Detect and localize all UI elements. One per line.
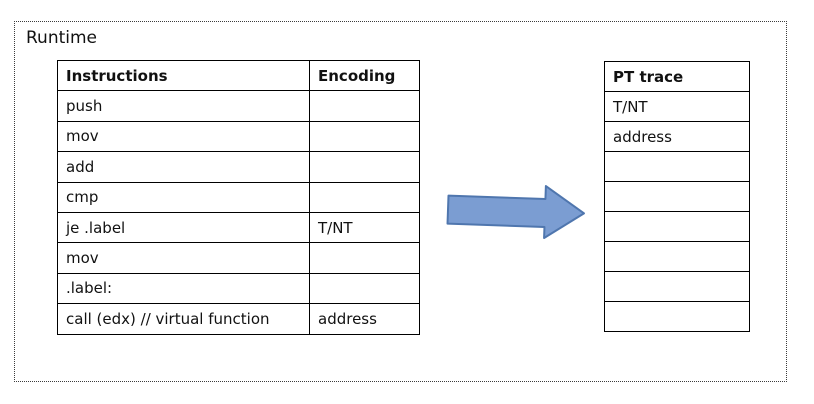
instruction-cell: cmp: [57, 181, 310, 213]
encoding-cell: [309, 181, 420, 213]
table-row: .label:: [57, 272, 420, 305]
pt-trace-header-row: PT trace: [604, 61, 750, 92]
instructions-column-header: Instructions: [57, 59, 310, 92]
instruction-cell: .label:: [57, 272, 310, 305]
encoding-column-header: Encoding: [309, 59, 420, 92]
right-arrow-shape: [446, 185, 585, 239]
table-row: cmp: [57, 181, 420, 213]
table-row: [604, 181, 750, 212]
instruction-cell: mov: [57, 242, 310, 274]
instruction-cell: mov: [57, 120, 310, 153]
table-row: mov: [57, 242, 420, 274]
instruction-cell: call (edx) // virtual function: [57, 303, 310, 335]
encoding-cell: T/NT: [309, 211, 420, 244]
table-row: add: [57, 151, 420, 183]
table-row: address: [604, 121, 750, 152]
table-row: mov: [57, 120, 420, 153]
pt-trace-cell: [604, 211, 750, 242]
runtime-title: Runtime: [26, 28, 98, 48]
pt-trace-cell: [604, 301, 750, 332]
table-row: je .label T/NT: [57, 211, 420, 244]
table-row: call (edx) // virtual function address: [57, 303, 420, 335]
pt-trace-column-header: PT trace: [604, 61, 750, 92]
instructions-table: Instructions Encoding push mov add cmp j…: [57, 59, 420, 335]
pt-trace-table: PT trace T/NT address: [604, 61, 750, 332]
table-row: [604, 271, 750, 302]
pt-trace-cell: [604, 271, 750, 302]
pt-trace-cell: address: [604, 121, 750, 152]
instruction-cell: je .label: [57, 211, 310, 244]
table-row: [604, 301, 750, 332]
encoding-cell: [309, 151, 420, 183]
flow-arrow: [445, 181, 587, 241]
table-row: [604, 241, 750, 272]
table-row: [604, 211, 750, 242]
table-row: push: [57, 90, 420, 122]
right-arrow-icon: [446, 185, 585, 239]
pt-trace-cell: T/NT: [604, 91, 750, 122]
instructions-header-row: Instructions Encoding: [57, 59, 420, 92]
instruction-cell: push: [57, 90, 310, 122]
pt-trace-cell: [604, 151, 750, 182]
encoding-cell: [309, 242, 420, 274]
instruction-cell: add: [57, 151, 310, 183]
encoding-cell: [309, 272, 420, 305]
encoding-cell: address: [309, 303, 420, 335]
pt-trace-cell: [604, 181, 750, 212]
pt-trace-cell: [604, 241, 750, 272]
encoding-cell: [309, 120, 420, 153]
table-row: T/NT: [604, 91, 750, 122]
encoding-cell: [309, 90, 420, 122]
table-row: [604, 151, 750, 182]
